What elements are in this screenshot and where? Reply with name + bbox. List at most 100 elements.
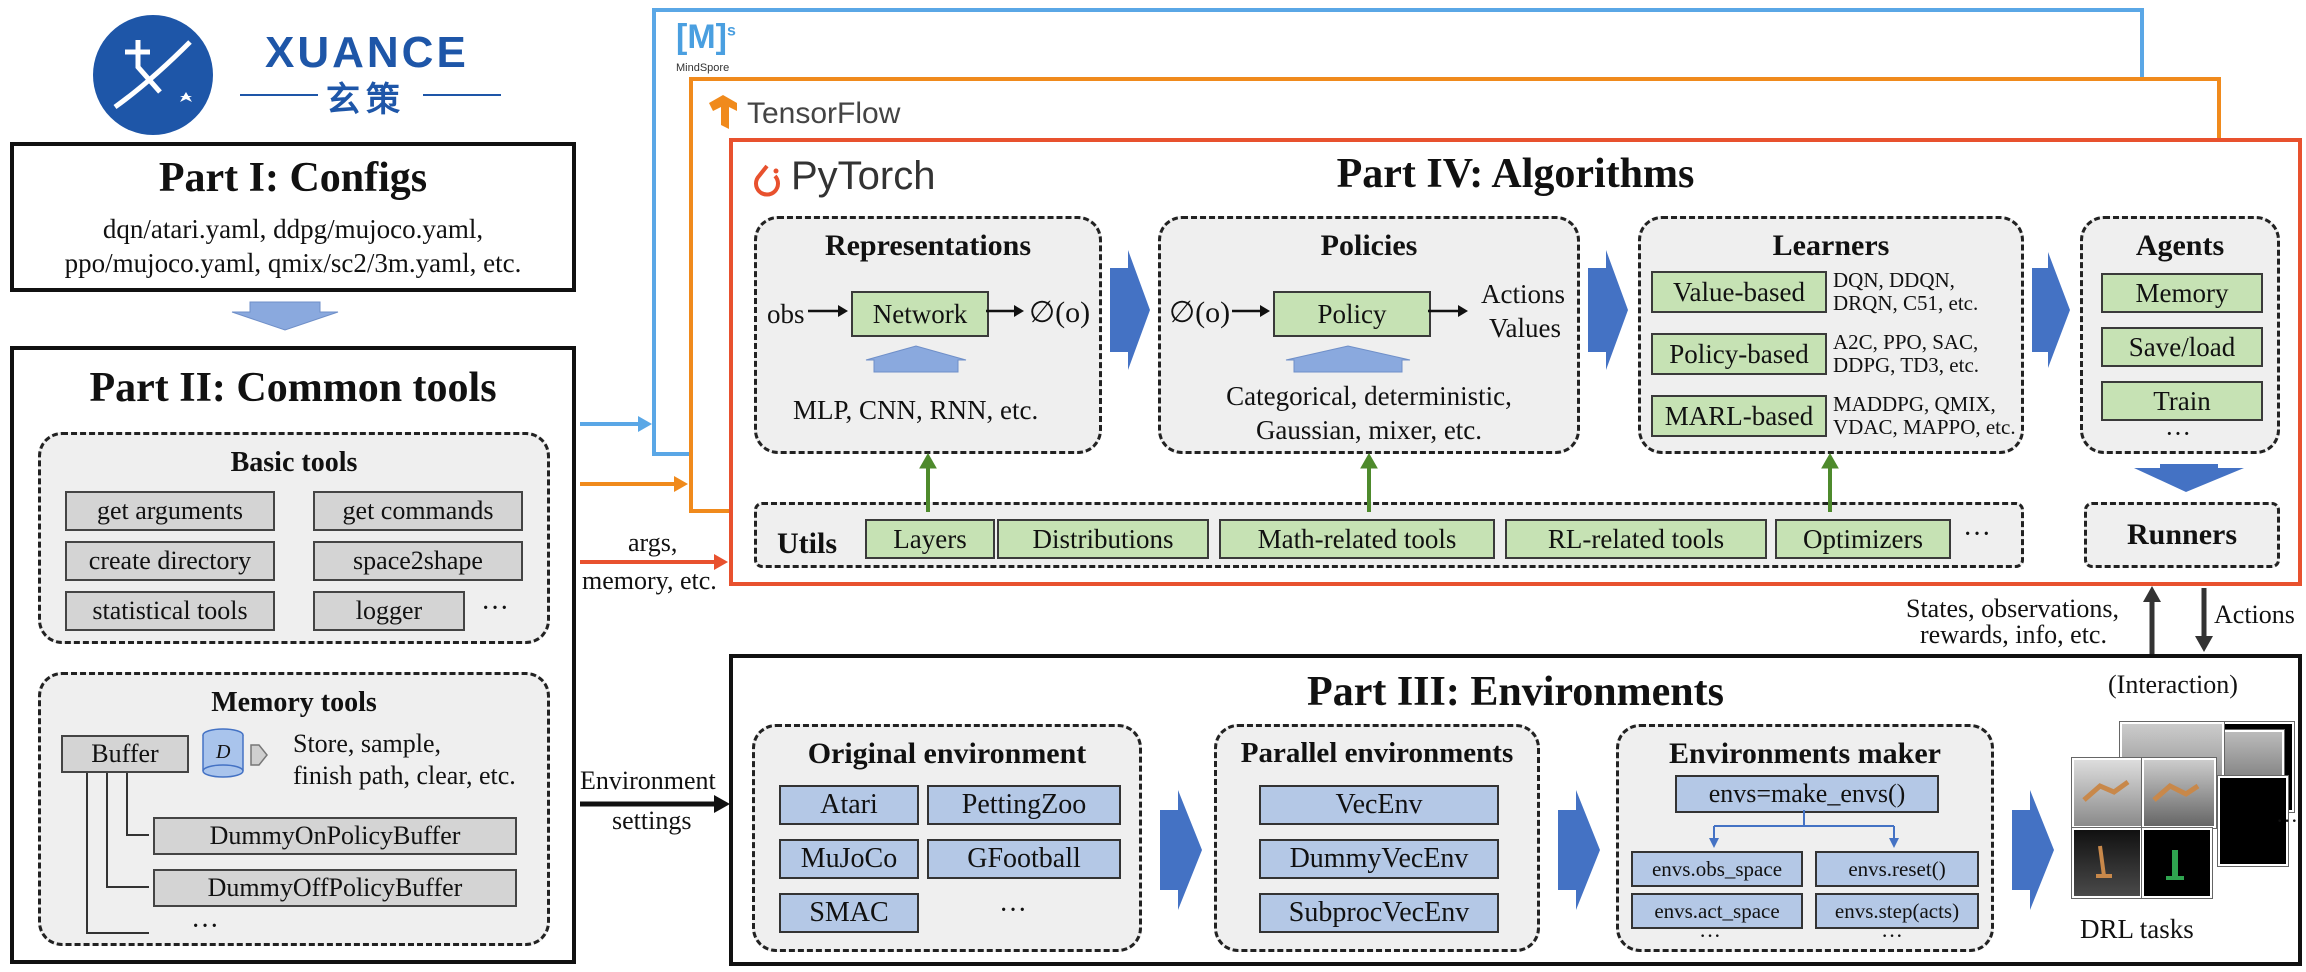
- policy-out-values: Values: [1489, 313, 1561, 343]
- drl-tasks-label: DRL tasks: [2080, 914, 2194, 944]
- states-label-2: rewards, info, etc.: [1920, 620, 2107, 649]
- part1-box: Part I: Configs dqn/atari.yaml, ddpg/muj…: [10, 142, 576, 292]
- representations-arrows: [808, 305, 1024, 373]
- actions-label: Actions: [2214, 600, 2295, 629]
- parallel-env-item: DummyVecEnv: [1259, 839, 1499, 879]
- policy-input: ∅(o): [1169, 296, 1231, 329]
- representations-panel: Representations obs Network ∅(o) MLP, CN…: [754, 216, 1102, 454]
- learner-algos: DDPG, TD3, etc.: [1833, 353, 1980, 377]
- part3-title: Part III: Environments: [1307, 669, 1724, 715]
- agent-item: Memory: [2101, 273, 2263, 313]
- runners-box: Runners: [2084, 502, 2280, 568]
- args-label-2: memory, etc.: [582, 566, 717, 595]
- env-attr-item: envs.obs_space: [1631, 851, 1803, 887]
- drl-tasks-image: ···: [2070, 716, 2300, 906]
- basic-tool-item: get arguments: [65, 491, 275, 531]
- utils-item: RL-related tools: [1505, 519, 1767, 559]
- svg-text:···: ···: [2276, 808, 2298, 833]
- env-item: MuJoCo: [779, 839, 919, 879]
- policy-out-actions: Actions: [1481, 279, 1565, 309]
- database-icon: [202, 728, 268, 778]
- env-maker-title: Environments maker: [1669, 737, 1941, 770]
- env-maker-panel: Environments maker envs=make_envs() envs…: [1616, 724, 1994, 952]
- learner-algos: DQN, DDQN,: [1833, 268, 1955, 292]
- env-settings-1: Environment: [580, 766, 716, 795]
- original-env-more: ···: [999, 895, 1027, 926]
- original-env-panel: Original environment Atari PettingZoo Mu…: [752, 724, 1142, 952]
- basic-tool-item: space2shape: [313, 541, 523, 581]
- memory-desc-line1: Store, sample,: [293, 729, 442, 758]
- memory-tools-title: Memory tools: [211, 687, 377, 718]
- learner-type-box: Value-based: [1651, 271, 1827, 313]
- agents-more: ···: [2165, 419, 2191, 448]
- logo-underline-right: [423, 94, 501, 96]
- learner-algos: DRQN, C51, etc.: [1833, 291, 1979, 315]
- utils-item: Optimizers: [1775, 519, 1951, 559]
- part2-box: Part II: Common tools Basic tools get ar…: [10, 346, 576, 964]
- learner-algos: A2C, PPO, SAC,: [1833, 330, 1979, 354]
- buffer-subclass: DummyOnPolicyBuffer: [153, 817, 517, 855]
- env-attr-item: envs.step(acts): [1815, 893, 1979, 929]
- part1-line1: dqn/atari.yaml, ddpg/mujoco.yaml,: [102, 214, 484, 244]
- repr-note: MLP, CNN, RNN, etc.: [793, 395, 1039, 425]
- learner-type-box: MARL-based: [1651, 395, 1827, 437]
- tensorflow-label: TensorFlow: [747, 97, 901, 130]
- mindspore-label: MindSpore: [676, 62, 730, 74]
- logo-name: XUANCE: [265, 28, 469, 77]
- buffer-tree-lines: [86, 773, 149, 934]
- buffer-box: Buffer: [61, 735, 189, 773]
- representations-title: Representations: [824, 229, 1032, 262]
- utils-item: Layers: [865, 519, 995, 559]
- mindspore-logo-icon: [M]s: [676, 18, 736, 56]
- learners-panel: Learners Value-based DQN, DDQN, DRQN, C5…: [1638, 216, 2024, 454]
- make-envs-call: envs=make_envs(): [1675, 775, 1939, 813]
- env-settings-2: settings: [612, 806, 692, 835]
- memory-tools-panel: Memory tools Buffer D Store, sample, fin…: [38, 672, 550, 946]
- env-item: GFootball: [927, 839, 1121, 879]
- env-attr-item: envs.act_space: [1631, 893, 1803, 929]
- buffer-more: ···: [191, 911, 219, 942]
- basic-tools-panel: Basic tools get arguments get commands c…: [38, 432, 550, 644]
- policy-note2: Gaussian, mixer, etc.: [1255, 415, 1483, 445]
- parallel-env-item: SubprocVecEnv: [1259, 893, 1499, 933]
- runners-label: Runners: [2126, 518, 2238, 551]
- tensorflow-logo-icon: [709, 95, 737, 129]
- learner-algos: MADDPG, QMIX,: [1833, 392, 1996, 416]
- learner-algos: VDAC, MAPPO, etc.: [1833, 415, 2016, 439]
- parallel-env-panel: Parallel environments VecEnv DummyVecEnv…: [1214, 724, 1540, 952]
- buffer-subclass: DummyOffPolicyBuffer: [153, 869, 517, 907]
- logo-emblem-icon: [93, 15, 213, 135]
- basic-tools-title: Basic tools: [230, 447, 358, 478]
- parallel-env-title: Parallel environments: [1240, 737, 1514, 769]
- original-env-title: Original environment: [807, 737, 1087, 770]
- basic-tool-item: statistical tools: [65, 591, 275, 631]
- policies-panel: Policies ∅(o) Policy Actions Values Cate…: [1158, 216, 1580, 454]
- policy-box: Policy: [1273, 291, 1431, 337]
- agents-panel: Agents Memory Save/load Train ···: [2080, 216, 2280, 454]
- parallel-env-item: VecEnv: [1259, 785, 1499, 825]
- part4-title: Part IV: Algorithms: [1336, 151, 1695, 197]
- learner-type-box: Policy-based: [1651, 333, 1827, 375]
- basic-tool-item: get commands: [313, 491, 523, 531]
- agent-item: Train: [2101, 381, 2263, 421]
- basic-tool-item: logger: [313, 591, 465, 631]
- agent-item: Save/load: [2101, 327, 2263, 367]
- args-label-1: args,: [628, 528, 678, 557]
- pytorch-logo-icon: [754, 164, 780, 197]
- xuance-logo: [90, 12, 250, 140]
- part1-title: Part I: Configs: [158, 155, 428, 201]
- utils-label: Utils: [777, 527, 837, 560]
- env-item: PettingZoo: [927, 785, 1121, 825]
- env-item: Atari: [779, 785, 919, 825]
- env-maker-more-2: ···: [1881, 923, 1903, 948]
- env-item: SMAC: [779, 893, 919, 933]
- part2-title: Part II: Common tools: [89, 365, 497, 411]
- policies-title: Policies: [1320, 229, 1418, 262]
- repr-input: obs: [767, 299, 805, 329]
- logo-underline-left: [240, 94, 318, 96]
- states-label-1: States, observations,: [1906, 594, 2120, 623]
- robot-figures-icon: ···: [2082, 779, 2298, 880]
- utils-item: Distributions: [997, 519, 1209, 559]
- utils-panel: Utils Layers Distributions Math-related …: [754, 502, 2024, 568]
- env-attr-item: envs.reset(): [1815, 851, 1979, 887]
